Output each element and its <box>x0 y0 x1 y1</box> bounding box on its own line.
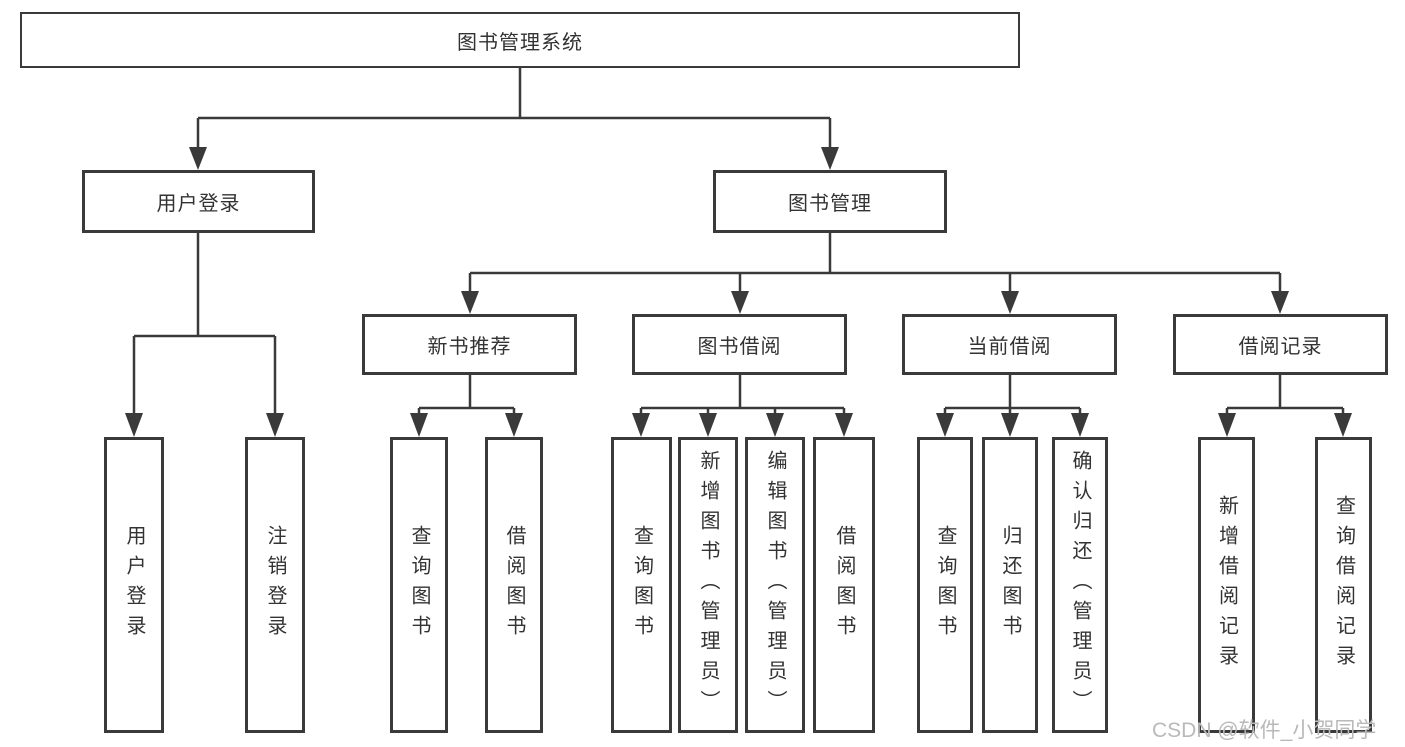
leaf-add-borrow-record-label: 新增借阅记录 <box>1215 495 1238 675</box>
leaf-add-borrow-record: 新增借阅记录 <box>1198 437 1255 733</box>
leaf-add-books-admin: 新增图书（管理员） <box>678 437 738 733</box>
leaf-query-books-recommend-label: 查询图书 <box>408 525 430 645</box>
node-book-management: 图书管理 <box>713 170 947 233</box>
leaf-user-login: 用户登录 <box>104 437 164 733</box>
node-current-borrowing-label: 当前借阅 <box>967 336 1052 358</box>
connector-user-login-to-leaves <box>125 233 284 437</box>
leaf-confirm-return-admin-label: 确认归还（管理员） <box>1069 450 1091 720</box>
leaf-borrow-books-borrow: 借阅图书 <box>813 437 875 733</box>
connector-borrow-records-to-leaves <box>1218 375 1352 437</box>
leaf-query-books-current: 查询图书 <box>917 437 973 733</box>
node-root-system: 图书管理系统 <box>20 12 1020 68</box>
leaf-borrow-books-recommend: 借阅图书 <box>485 437 543 733</box>
leaf-query-books-recommend: 查询图书 <box>390 437 448 733</box>
leaf-logout-label: 注销登录 <box>264 525 286 645</box>
node-user-login-label: 用户登录 <box>156 193 241 215</box>
leaf-query-borrow-record: 查询借阅记录 <box>1315 437 1372 733</box>
leaf-return-books-label: 归还图书 <box>999 525 1021 645</box>
leaf-query-borrow-record-label: 查询借阅记录 <box>1332 495 1355 675</box>
leaf-edit-books-admin: 编辑图书（管理员） <box>745 437 805 733</box>
csdn-watermark: CSDN @软件_小贺同学 <box>1152 719 1377 742</box>
node-root-label: 图书管理系统 <box>457 31 583 54</box>
leaf-confirm-return-admin: 确认归还（管理员） <box>1052 437 1108 733</box>
node-book-borrowing: 图书借阅 <box>632 314 847 375</box>
connector-book-management-to-level3 <box>461 233 1289 314</box>
node-new-book-recommendation: 新书推荐 <box>362 314 577 375</box>
leaf-add-books-admin-label: 新增图书（管理员） <box>697 450 719 720</box>
leaf-borrow-books-borrow-label: 借阅图书 <box>833 525 855 645</box>
node-book-management-label: 图书管理 <box>788 193 872 215</box>
leaf-return-books: 归还图书 <box>982 437 1038 733</box>
leaf-query-books-borrow-label: 查询图书 <box>630 525 653 645</box>
leaf-user-login-label: 用户登录 <box>123 525 145 645</box>
leaf-edit-books-admin-label: 编辑图书（管理员） <box>764 450 786 720</box>
connector-current-borrow-to-leaves <box>936 375 1089 437</box>
connector-new-book-to-leaves <box>410 375 523 437</box>
node-current-borrowing: 当前借阅 <box>902 314 1117 375</box>
connector-root-to-level2 <box>189 68 839 170</box>
leaf-logout: 注销登录 <box>245 437 305 733</box>
node-user-login: 用户登录 <box>82 170 315 233</box>
node-book-borrowing-label: 图书借阅 <box>697 336 782 358</box>
leaf-query-books-borrow: 查询图书 <box>611 437 672 733</box>
leaf-borrow-books-recommend-label: 借阅图书 <box>503 525 525 645</box>
node-borrowing-records-label: 借阅记录 <box>1238 336 1323 358</box>
leaf-query-books-current-label: 查询图书 <box>934 525 956 645</box>
connector-book-borrow-to-leaves <box>632 375 853 437</box>
node-borrowing-records: 借阅记录 <box>1173 314 1388 375</box>
node-new-book-recommendation-label: 新书推荐 <box>427 336 512 358</box>
